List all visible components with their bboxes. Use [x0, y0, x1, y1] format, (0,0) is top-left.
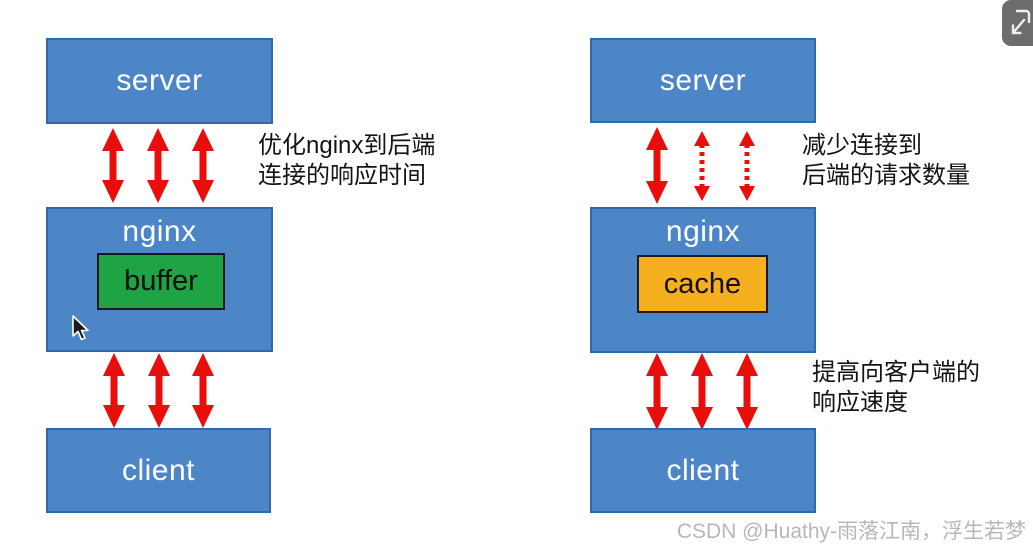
exit-fullscreen-button[interactable]: [1002, 0, 1033, 46]
mouse-cursor-icon: [72, 315, 92, 348]
right-top-annotation: 减少连接到 后端的请求数量: [802, 131, 970, 191]
right-top-arrow-solid: [646, 127, 668, 204]
right-top-arrow-dotted-2: [739, 131, 755, 201]
left-server-box: server: [46, 38, 273, 124]
left-top-arrow-3: [192, 128, 214, 203]
arrow-shaft: [154, 147, 162, 184]
arrow-shaft: [699, 144, 705, 188]
arrow-shaft: [199, 147, 207, 184]
buffer-box: buffer: [97, 253, 225, 310]
arrow-shaft: [109, 147, 117, 184]
right-server-box: server: [590, 38, 816, 123]
right-top-arrow-dotted-1: [694, 131, 710, 201]
right-top-annotation-line1: 减少连接到: [802, 132, 922, 159]
buffer-label: buffer: [124, 265, 198, 297]
arrow-shaft: [743, 372, 751, 411]
left-annotation-line2: 连接的响应时间: [258, 162, 426, 189]
arrow-shaft: [199, 372, 207, 409]
left-client-box: client: [46, 428, 271, 513]
right-bottom-arrow-2: [691, 353, 713, 430]
arrow-shaft: [744, 144, 750, 188]
cache-label: cache: [663, 267, 742, 300]
right-client-label: client: [666, 453, 740, 487]
right-bottom-annotation-line2: 响应速度: [812, 389, 908, 416]
arrow-shaft: [155, 372, 163, 409]
left-annotation-line1: 优化nginx到后端: [258, 132, 436, 159]
left-top-arrow-2: [147, 128, 169, 203]
left-top-arrow-1: [102, 128, 124, 203]
arrow-shaft: [653, 146, 661, 185]
left-bottom-arrow-3: [192, 353, 214, 428]
right-nginx-label: nginx: [665, 215, 741, 248]
cache-box: cache: [637, 255, 768, 313]
left-nginx-label: nginx: [122, 215, 197, 248]
right-bottom-annotation: 提高向客户端的 响应速度: [812, 358, 980, 418]
arrow-shaft: [653, 372, 661, 411]
left-annotation: 优化nginx到后端 连接的响应时间: [258, 131, 435, 191]
arrow-shaft: [698, 372, 706, 411]
right-bottom-arrow-3: [736, 353, 758, 430]
right-bottom-annotation-line1: 提高向客户端的: [812, 359, 980, 386]
arrow-shaft: [110, 372, 118, 409]
right-bottom-arrow-1: [646, 353, 668, 430]
right-server-label: server: [659, 63, 747, 97]
left-server-label: server: [116, 64, 203, 97]
left-bottom-arrow-2: [148, 353, 170, 428]
right-client-box: client: [590, 428, 816, 513]
right-top-annotation-line2: 后端的请求数量: [802, 162, 970, 189]
watermark: CSDN @Huathy-雨落江南，浮生若梦: [676, 520, 1026, 543]
left-bottom-arrow-1: [103, 353, 125, 428]
left-client-label: client: [121, 453, 196, 487]
